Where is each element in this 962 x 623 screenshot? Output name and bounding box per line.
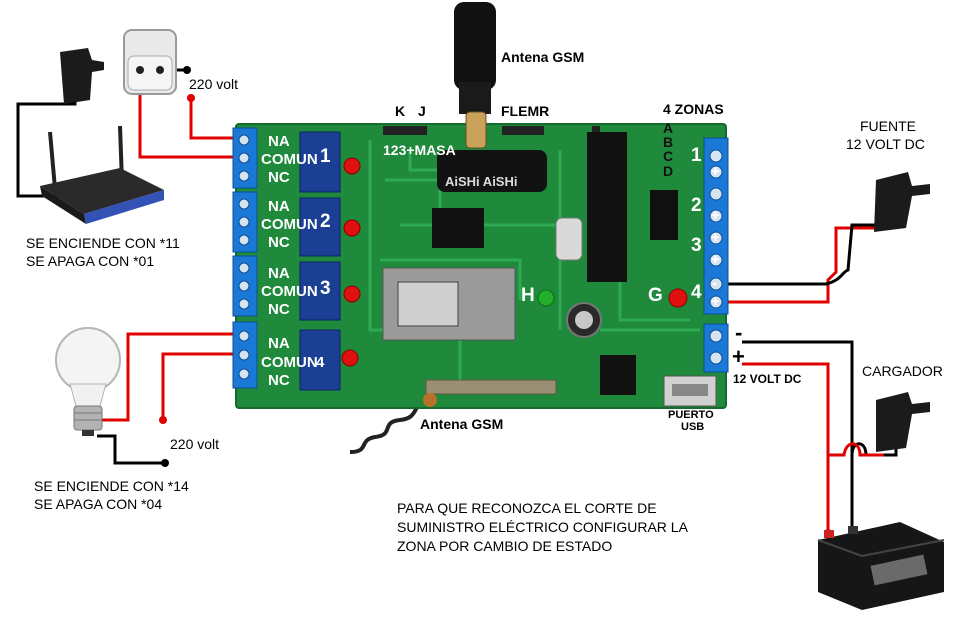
zones-title: 4 ZONAS [663, 101, 724, 117]
relay4-number: 4 [316, 354, 325, 371]
capacitor [437, 150, 547, 192]
header-pins [383, 126, 600, 135]
light-bulb-icon [55, 327, 121, 436]
pcb-board: AiSHi AiSHi [232, 123, 729, 409]
antenna-bottom-label: Antena GSM [420, 416, 504, 432]
power-plus-label: + [732, 344, 745, 369]
relay4-comun: COMUN [261, 354, 318, 371]
antenna-top-label: Antena GSM [501, 49, 585, 65]
relay1-wire-na [189, 98, 238, 140]
relay-2 [299, 197, 341, 257]
chips [432, 132, 678, 395]
zone-letter-b: B [663, 134, 674, 150]
relay-1 [299, 131, 341, 193]
relay4-na: NA [268, 335, 290, 352]
relay4-nc: NC [268, 372, 290, 389]
lamp-black-wire [97, 434, 163, 465]
j-label: J [418, 103, 426, 119]
masa-label: 123+MASA [383, 142, 456, 158]
relay1-na: NA [268, 133, 290, 150]
dot-220-bottom-red [159, 416, 167, 424]
relay3-na: NA [268, 265, 290, 282]
relay3-nc: NC [268, 301, 290, 318]
relay1-nc: NC [268, 169, 290, 186]
antenna-coil [349, 396, 431, 454]
router-power-adapter-icon [60, 48, 104, 104]
zone-number-2: 2 [691, 195, 702, 216]
usb-label: USB [681, 421, 705, 433]
capacitor-brand: AiSHi AiSHi [445, 174, 517, 189]
zone-number-4: 4 [691, 282, 702, 303]
relay-4 [299, 329, 341, 391]
volt-220-top: 220 volt [189, 76, 239, 92]
led-h [537, 289, 555, 307]
puerto-label: PUERTO [668, 409, 714, 421]
flemr-label: FLEMR [501, 103, 550, 119]
zone-plus-5: + [711, 293, 720, 310]
relay2-number: 2 [320, 211, 331, 232]
crystal [555, 217, 583, 261]
cargador-label: CARGADOR [862, 363, 943, 379]
router-icon [40, 125, 164, 224]
fuente-volt: 12 VOLT DC [846, 136, 925, 152]
dot-220-bottom-black [161, 459, 169, 467]
battery-icon [817, 522, 945, 610]
lamp-on-text: SE ENCIENDE CON *14 [34, 478, 189, 494]
dot-220-top-black [183, 66, 191, 74]
left-terminal-strip [232, 127, 258, 389]
power-minus-label: - [735, 320, 743, 345]
zone-plus-4: + [711, 251, 720, 268]
zone-letter-a: A [663, 120, 674, 136]
router-on-text: SE ENCIENDE CON *11 [26, 235, 180, 251]
g-label: G [648, 285, 663, 306]
h-label: H [521, 285, 535, 306]
zone-letter-d: D [663, 163, 674, 179]
zone-minus: - [712, 275, 717, 292]
relay-3 [299, 261, 341, 321]
relay2-comun: COMUN [261, 216, 318, 233]
relay1-number: 1 [320, 146, 331, 167]
charger-red-wire [742, 362, 884, 457]
fuente-title: FUENTE [860, 118, 916, 134]
relay3-number: 3 [320, 278, 331, 299]
wires [16, 68, 898, 533]
led-g [668, 288, 688, 308]
zone-letter-c: C [663, 148, 674, 164]
zone-screws [709, 149, 723, 309]
lamp-off-text: SE APAGA CON *04 [34, 496, 163, 512]
relay4-wire-na [95, 332, 238, 422]
gsm-antenna-icon [454, 2, 496, 149]
relay2-na: NA [268, 198, 290, 215]
charger-black-wire [742, 340, 898, 457]
volt-220-bottom: 220 volt [170, 436, 220, 452]
relay1-comun: COMUN [261, 151, 318, 168]
relay3-comun: COMUN [261, 283, 318, 300]
fuente-red-wire [706, 226, 888, 304]
antenna-module [425, 379, 557, 395]
fuente-power-adapter-icon [874, 172, 930, 232]
sim-slot [397, 281, 459, 327]
note-line-2: SUMINISTRO ELÉCTRICO CONFIGURAR LA [397, 519, 688, 535]
cargador-power-adapter-icon [876, 392, 930, 452]
router-off-text: SE APAGA CON *01 [26, 253, 155, 269]
zone-number-3: 3 [691, 235, 702, 256]
relay2-nc: NC [268, 234, 290, 251]
volt-12-label: 12 VOLT DC [733, 372, 802, 386]
bottom-antenna-coil [423, 393, 437, 407]
relays [299, 131, 341, 391]
note-line-1: PARA QUE RECONOZCA EL CORTE DE [397, 500, 657, 516]
left-terminal-screws [238, 134, 250, 380]
relay-leds [341, 157, 361, 367]
k-label: K [395, 103, 406, 119]
dot-220-top-red [187, 94, 195, 102]
relay4-wire-comun [161, 352, 238, 418]
zone-plus-1: + [711, 163, 720, 180]
zone-plus-3: + [711, 229, 720, 246]
zone-plus-2: + [711, 207, 720, 224]
power-socket-icon [123, 29, 177, 95]
zone-number-1: 1 [691, 145, 702, 166]
fuente-black-wire [706, 223, 884, 286]
note-line-3: ZONA POR CAMBIO DE ESTADO [397, 538, 613, 554]
